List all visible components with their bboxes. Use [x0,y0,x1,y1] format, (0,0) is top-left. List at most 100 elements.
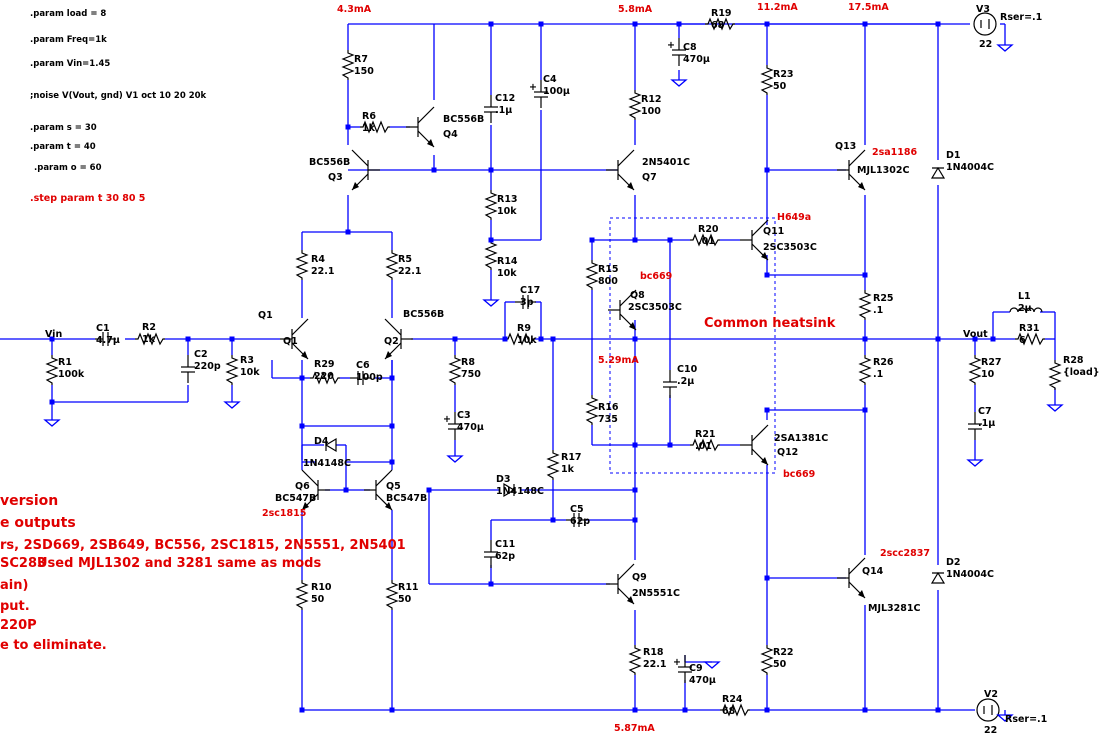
transistor-q13[interactable] [837,149,866,191]
resistor-r4[interactable] [295,250,309,280]
capacitor-c7[interactable] [968,412,982,440]
r5-value: 22.1 [398,266,421,277]
resistor-r24[interactable] [720,703,750,717]
transistor-q12[interactable] [740,424,769,466]
d2-ref: D2 [946,557,961,568]
resistor-r29[interactable] [310,371,340,385]
v2-value: 22 [984,725,997,736]
voltage-source-v3[interactable] [973,12,997,36]
v3-ref: V3 [976,4,990,15]
transistor-q14[interactable] [837,557,866,599]
diode-d2[interactable] [930,571,946,584]
junction [764,167,770,173]
transistor-q11[interactable] [740,219,769,261]
resistor-r1[interactable] [45,355,59,385]
directive-step: .step param t 30 80 5 [30,193,145,204]
resistor-r13[interactable] [484,190,498,220]
capacitor-c6[interactable] [350,371,371,385]
note-line-4b: Used MJL1302 and 3281 same as mods [37,556,321,571]
resistor-r10[interactable] [295,580,309,610]
capacitor-c5[interactable] [566,513,587,527]
resistor-r12[interactable] [628,90,642,120]
q13-ref: Q13 [835,141,856,152]
c8-ref: C8 [683,42,697,53]
resistor-r25[interactable] [858,290,872,320]
capacitor-c17[interactable] [515,295,536,309]
capacitor-c12[interactable] [484,95,498,123]
resistor-r14[interactable] [484,240,498,270]
q1-ref: Q1 [283,336,298,347]
note-line-5: ain) [0,578,28,593]
resistor-r7[interactable] [341,50,355,80]
ground-symbol [1046,404,1064,412]
transistor-q5[interactable] [364,469,393,511]
r24-value: 68 [722,706,736,717]
voltage-source-v2[interactable] [976,698,1000,722]
transistor-q1[interactable] [280,318,309,360]
junction [345,124,351,130]
q6-model: BC547B [275,493,316,504]
transistor-q9[interactable] [606,563,635,605]
d4-ref: D4 [314,436,329,447]
capacitor-c4[interactable]: + [529,80,548,108]
resistor-r26[interactable] [858,355,872,385]
resistor-r28[interactable] [1048,360,1062,390]
r12-ref: R12 [641,94,662,105]
transistor-q4[interactable] [406,106,435,148]
transistor-q2[interactable] [384,318,413,360]
resistor-r5[interactable] [385,250,399,280]
net-label-vin: Vin [45,329,62,340]
resistor-r22[interactable] [760,645,774,675]
inductor-l1[interactable] [1009,307,1043,313]
capacitor-c1[interactable] [95,332,116,346]
transistor-q3[interactable] [351,149,380,191]
ground-symbol [996,44,1014,52]
q11-ref: Q11 [763,226,784,237]
resistor-r31[interactable] [1015,332,1045,346]
junction [632,517,638,523]
net-label-vout: Vout [963,329,988,340]
capacitor-c3[interactable]: + [443,412,462,440]
transistor-q6[interactable] [301,469,330,511]
diode-d4[interactable] [324,437,337,453]
ground-symbol [223,401,241,409]
directive-s: .param s = 30 [30,123,97,133]
junction [935,707,941,713]
resistor-r21[interactable] [690,438,720,452]
transistor-q7[interactable] [606,149,635,191]
d1-value: 1N4004C [946,162,994,173]
note-line-1: version [0,493,58,509]
resistor-r16[interactable] [585,395,599,425]
resistor-r2[interactable] [135,332,165,346]
capacitor-c11[interactable] [484,540,498,568]
resistor-r17[interactable] [546,450,560,480]
diode-d3[interactable] [503,482,516,498]
resistor-r23[interactable] [760,65,774,95]
resistor-r20[interactable] [690,233,720,247]
resistor-r27[interactable] [968,355,982,385]
resistor-r9[interactable] [505,332,535,346]
resistor-r11[interactable] [385,580,399,610]
q3-ref: Q3 [328,172,343,183]
junction [972,336,978,342]
resistor-r8[interactable] [448,355,462,385]
resistor-r19[interactable] [705,17,735,31]
transistor-q8[interactable] [608,289,637,331]
r19-value: 68 [711,20,725,31]
resistor-r6[interactable] [360,120,390,134]
resistor-r15[interactable] [585,260,599,290]
capacitor-c8[interactable]: + [667,38,686,66]
q4-model: BC556B [443,114,484,125]
capacitor-c9[interactable]: + [673,655,692,683]
r7-value: 150 [354,66,374,77]
capacitor-c10[interactable] [663,370,677,398]
resistor-r18[interactable] [628,645,642,675]
resistor-r3[interactable] [225,355,239,385]
r18-ref: R18 [643,647,664,658]
note-line-4a: SC283 [0,556,46,571]
capacitor-c2[interactable] [181,355,195,383]
c7-ref: C7 [978,406,992,417]
diode-d1[interactable] [930,166,946,179]
junction [862,707,868,713]
v3-rser: Rser=.1 [1000,12,1042,23]
